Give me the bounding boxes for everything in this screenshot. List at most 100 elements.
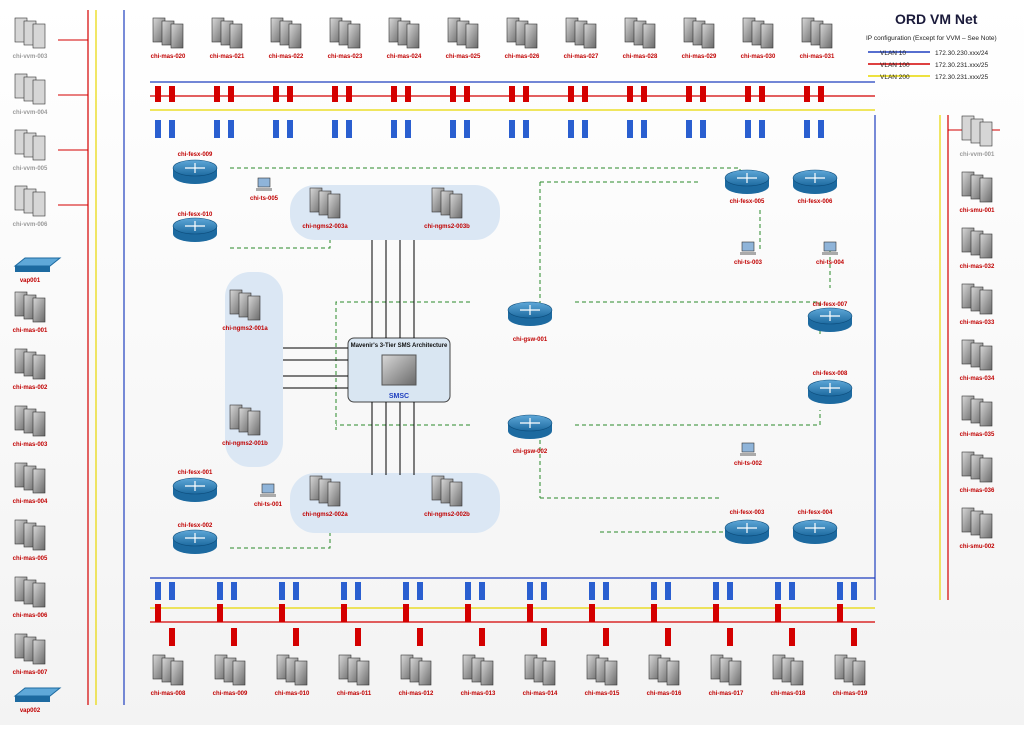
server-node[interactable]: chi-smu-002 [959,507,995,550]
server-node[interactable]: chi-mas-010 [275,654,310,697]
server-layer: chi-mas-020 chi-mas-021 chi-mas-022 chi-mas… [13,17,995,714]
server-node[interactable]: chi-mas-033 [960,283,995,326]
server-node[interactable]: chi-mas-023 [328,17,363,60]
server-node[interactable]: chi-mas-011 [337,654,372,697]
server-node[interactable]: chi-mas-026 [505,17,540,60]
server-node[interactable]: chi-mas-012 [399,654,434,697]
server-node[interactable]: chi-mas-003 [13,405,48,448]
switch-node[interactable]: chi-fesx-001 [172,470,218,502]
switch-node[interactable]: chi-fesx-007 [807,302,853,332]
server-node[interactable]: chi-mas-018 [771,654,806,697]
server-rack-icon [32,525,46,551]
server-label: chi-mas-019 [833,691,868,697]
server-label: chi-ngms2-001a [222,326,268,332]
server-label: chi-vvm-006 [13,222,48,228]
server-node[interactable]: chi-ngms2-003b [424,187,470,230]
server-node[interactable]: chi-mas-005 [13,519,48,562]
vlan-100-label: VLAN 100 [880,62,910,69]
server-node[interactable]: chi-mas-035 [960,395,995,438]
switch-label: chi-gsw-002 [513,449,548,455]
server-node[interactable]: chi-mas-007 [13,633,48,676]
server-node[interactable]: chi-mas-020 [151,17,186,60]
server-rack-icon [979,345,993,371]
server-node[interactable]: chi-mas-017 [709,654,744,697]
server-node[interactable]: chi-mas-034 [960,339,995,382]
server-node[interactable]: chi-mas-031 [800,17,835,60]
server-node[interactable]: chi-mas-016 [647,654,682,697]
server-node[interactable]: chi-mas-027 [564,17,599,60]
monitor-icon [823,241,837,252]
server-node[interactable]: chi-smu-001 [959,171,995,214]
server-node[interactable]: chi-mas-030 [741,17,776,60]
server-node[interactable]: chi-mas-032 [960,227,995,270]
server-node[interactable]: chi-ngms2-001b [222,404,268,447]
terminal-node[interactable]: chi-ts-001 [254,483,283,508]
server-node[interactable]: chi-mas-036 [960,451,995,494]
vap-node[interactable]: vap002 [13,687,62,714]
server-node[interactable]: chi-mas-004 [13,462,48,505]
switch-node[interactable]: chi-fesx-009 [172,152,218,184]
switch-label: chi-fesx-008 [813,371,848,377]
switch-node[interactable]: chi-fesx-008 [807,371,853,404]
server-label: chi-ngms2-003b [424,224,470,230]
server-rack-icon [32,79,46,105]
server-node[interactable]: chi-vvm-004 [13,73,48,116]
terminal-node[interactable]: chi-ts-002 [734,442,763,467]
server-node[interactable]: chi-mas-002 [13,348,48,391]
ip-config-subtitle: IP configuration (Except for VVM – See N… [866,35,997,42]
smsc-title: Mavenir's 3-Tier SMS Architecture [351,343,448,349]
switch-node[interactable]: chi-fesx-003 [724,510,770,544]
server-node[interactable]: chi-mas-001 [13,291,48,334]
vlan-legend: VLAN 10 172.30.230.xxx/24 VLAN 100 172.3… [868,50,989,81]
switch-node[interactable]: chi-gsw-002 [507,414,553,455]
port-tags [155,86,857,646]
switch-node[interactable]: chi-gsw-001 [507,301,553,343]
server-node[interactable]: chi-ngms2-002b [424,475,470,518]
server-node[interactable]: chi-ngms2-003a [302,187,348,230]
terminal-node[interactable]: chi-ts-003 [734,241,763,266]
terminal-label: chi-ts-001 [254,502,283,508]
server-rack-icon [979,457,993,483]
switch-node[interactable]: chi-fesx-004 [792,510,838,544]
server-node[interactable]: chi-mas-013 [461,654,496,697]
server-node[interactable]: chi-ngms2-002a [302,475,348,518]
server-node[interactable]: chi-mas-014 [523,654,558,697]
switch-node[interactable]: chi-fesx-006 [792,169,838,205]
switch-node[interactable]: chi-fesx-002 [172,523,218,554]
server-rack-icon [32,582,46,608]
vlan-10-label: VLAN 10 [880,50,906,57]
server-node[interactable]: chi-mas-008 [151,654,186,697]
server-rack-icon [32,191,46,217]
server-node[interactable]: chi-vvm-005 [13,129,48,172]
server-node[interactable]: chi-mas-019 [833,654,868,697]
server-node[interactable]: chi-vvm-006 [13,185,48,228]
server-rack-icon [32,468,46,494]
server-node[interactable]: chi-mas-022 [269,17,304,60]
server-node[interactable]: chi-vvm-001 [960,115,995,158]
server-rack-icon [542,660,556,686]
server-node[interactable]: chi-mas-025 [446,17,481,60]
vap-node[interactable]: vap001 [13,257,62,284]
server-node[interactable]: chi-mas-024 [387,17,422,60]
smsc-box: Mavenir's 3-Tier SMS Architecture SMSC [347,337,451,403]
server-label: chi-vvm-005 [13,166,48,172]
server-node[interactable]: chi-mas-029 [682,17,717,60]
vlan-200-label: VLAN 200 [880,74,910,81]
server-node[interactable]: chi-mas-009 [213,654,248,697]
vap-label: vap001 [20,278,41,284]
server-node[interactable]: chi-ngms2-001a [222,289,268,332]
server-label: chi-ngms2-002a [302,512,348,518]
server-node[interactable]: chi-vvm-003 [13,17,48,60]
server-node[interactable]: chi-mas-021 [210,17,245,60]
server-label: chi-mas-028 [623,54,658,60]
terminal-node[interactable]: chi-ts-004 [816,241,845,266]
server-node[interactable]: chi-mas-006 [13,576,48,619]
server-label: chi-mas-003 [13,442,48,448]
switch-node[interactable]: chi-fesx-010 [172,212,218,242]
server-node[interactable]: chi-mas-028 [623,17,658,60]
switch-node[interactable]: chi-fesx-005 [724,169,770,205]
server-rack-icon [760,23,774,49]
server-node[interactable]: chi-mas-015 [585,654,620,697]
terminal-node[interactable]: chi-ts-005 [250,177,279,202]
server-label: chi-mas-023 [328,54,363,60]
